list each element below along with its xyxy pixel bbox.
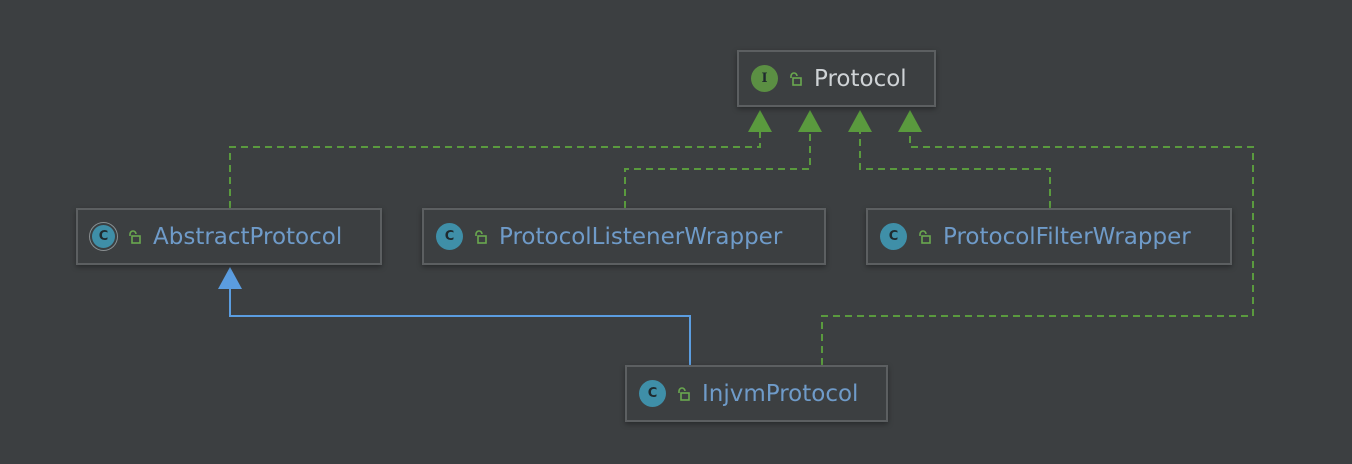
node-label: ProtocolFilterWrapper <box>943 223 1191 250</box>
edge-listener-implements-protocol[interactable] <box>624 132 811 208</box>
node-injvm-protocol[interactable]: C InjvmProtocol <box>625 365 888 422</box>
arrowhead-implements-4 <box>898 110 922 132</box>
arrowhead-extends <box>218 267 242 289</box>
arrowhead-implements-3 <box>848 110 872 132</box>
class-icon: C <box>436 223 463 250</box>
public-access-icon <box>919 229 931 244</box>
node-label: ProtocolListenerWrapper <box>499 223 783 250</box>
edge-injvm-implements-protocol[interactable] <box>821 132 1254 365</box>
public-access-icon <box>678 386 690 401</box>
node-label: InjvmProtocol <box>702 380 859 407</box>
node-protocol-filter-wrapper[interactable]: C ProtocolFilterWrapper <box>866 208 1232 265</box>
node-label: Protocol <box>814 65 907 92</box>
arrowhead-implements-2 <box>798 110 822 132</box>
edge-abstract-implements-protocol[interactable] <box>229 132 761 208</box>
edge-injvm-extends-abstract[interactable] <box>229 288 691 365</box>
edge-filter-implements-protocol[interactable] <box>859 132 1051 208</box>
arrowhead-implements-1 <box>748 110 772 132</box>
node-protocol[interactable]: I Protocol <box>737 50 936 107</box>
node-protocol-listener-wrapper[interactable]: C ProtocolListenerWrapper <box>422 208 826 265</box>
abstract-class-icon: C <box>90 223 117 250</box>
public-access-icon <box>790 71 802 86</box>
node-abstract-protocol[interactable]: C AbstractProtocol <box>76 208 382 265</box>
node-label: AbstractProtocol <box>153 223 343 250</box>
class-icon: C <box>880 223 907 250</box>
public-access-icon <box>129 229 141 244</box>
interface-icon: I <box>751 65 778 92</box>
public-access-icon <box>475 229 487 244</box>
class-icon: C <box>639 380 666 407</box>
